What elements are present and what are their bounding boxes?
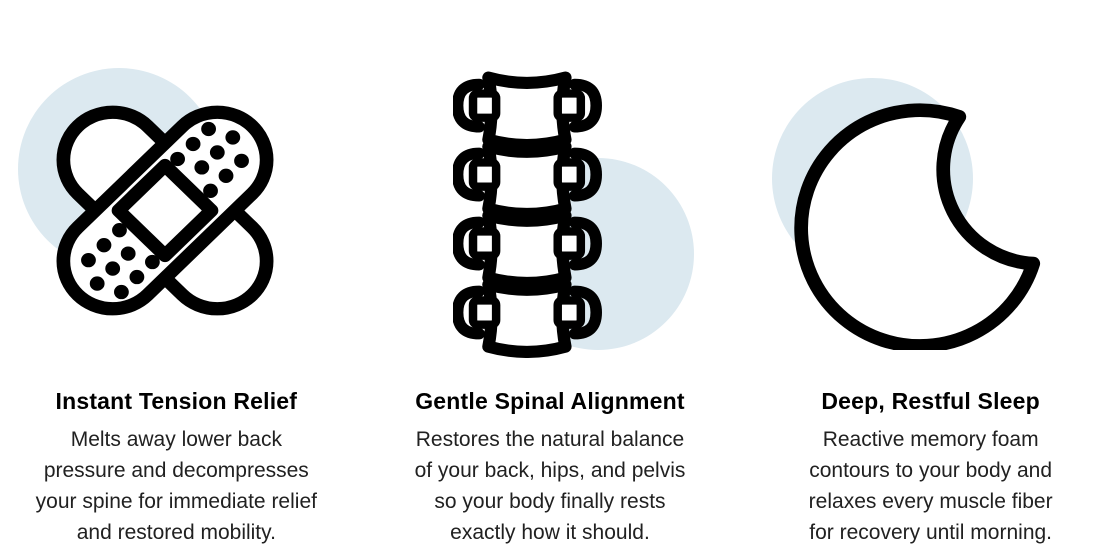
feature-description: Restores the natural balance of your bac… <box>414 428 686 544</box>
feature-title: Instant Tension Relief <box>55 388 298 414</box>
spine-icon <box>452 71 602 358</box>
feature-title: Gentle Spinal Alignment <box>415 388 685 414</box>
icon-area <box>733 0 1100 370</box>
moon-icon <box>794 103 1041 350</box>
feature-text: Gentle Spinal Alignment Restores the nat… <box>367 388 734 548</box>
feature-text: Instant Tension Relief Melts away lower … <box>0 388 353 548</box>
icon-area <box>0 0 367 370</box>
feature-card-tension-relief: Instant Tension Relief Melts away lower … <box>0 0 367 550</box>
feature-description: Reactive memory foam contours to your bo… <box>808 428 1053 544</box>
feature-description: Melts away lower back pressure and decom… <box>35 428 317 544</box>
feature-title: Deep, Restful Sleep <box>821 388 1040 414</box>
feature-card-spinal-alignment: Gentle Spinal Alignment Restores the nat… <box>367 0 734 550</box>
feature-text: Deep, Restful Sleep Reactive memory foam… <box>761 388 1100 548</box>
bandage-icon <box>56 105 274 316</box>
icon-area <box>367 0 734 370</box>
feature-card-restful-sleep: Deep, Restful Sleep Reactive memory foam… <box>733 0 1100 550</box>
